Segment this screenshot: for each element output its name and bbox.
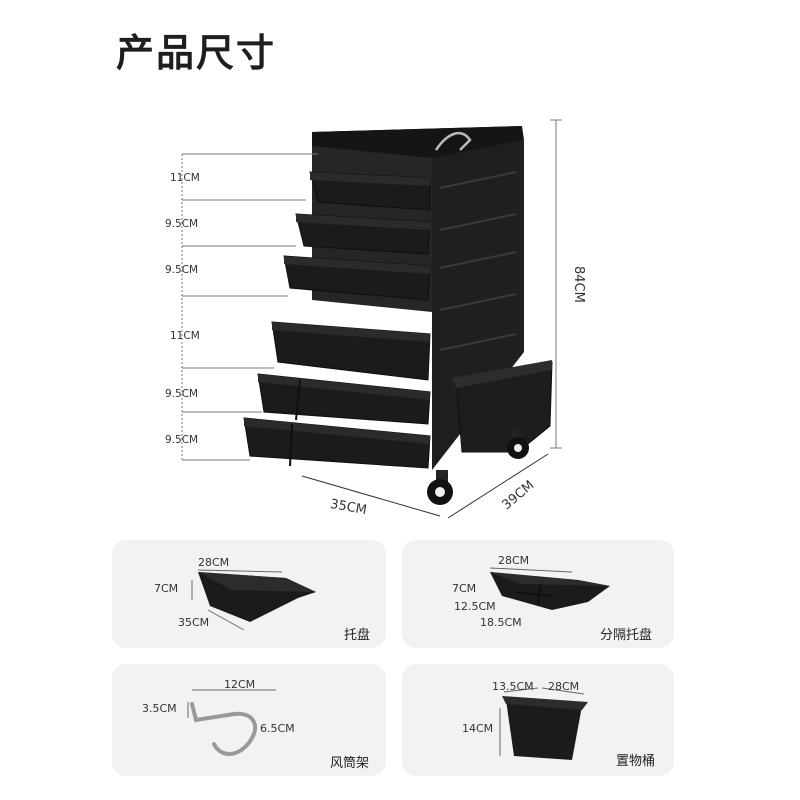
- holder-icon: [187, 689, 276, 756]
- tray-dividers: [289, 379, 301, 467]
- tray-title: 托盘: [344, 628, 371, 643]
- cart-top-rim: [312, 126, 524, 158]
- divided-tray-width: 28CM: [498, 554, 530, 567]
- tray-width: 28CM: [198, 556, 230, 569]
- total-height-label: 84CM: [571, 266, 586, 303]
- divided-tray-height: 7CM: [452, 582, 477, 595]
- height-dim-2: 9.5CM: [165, 218, 199, 230]
- tray-card: 28CM 7CM 35CM 托盘: [112, 540, 386, 648]
- height-dim-3: 9.5CM: [165, 264, 199, 276]
- height-dim-5: 9.5CM: [165, 388, 199, 400]
- holder-card: 12CM 3.5CM 6.5CM 风筒架: [112, 664, 386, 776]
- height-dim-6: 9.5CM: [165, 434, 199, 446]
- tray-icon: [191, 569, 316, 631]
- side-bin-rim: [452, 360, 552, 388]
- holder-depth: 6.5CM: [260, 722, 295, 735]
- wheels: [427, 428, 529, 505]
- divided-tray-card: 28CM 7CM 12.5CM 18.5CM 分隔托盘: [402, 540, 674, 648]
- height-dim-4: 11CM: [170, 330, 200, 342]
- tray-height: 7CM: [154, 582, 179, 595]
- holder-height: 3.5CM: [142, 702, 177, 715]
- holder-width: 12CM: [224, 678, 256, 691]
- bin-card: 13.5CM 28CM 14CM 置物桶: [402, 664, 674, 776]
- bin-length: 28CM: [548, 680, 580, 693]
- height-dim-lines: [181, 153, 318, 461]
- hanger-hook-icon: [434, 131, 472, 151]
- base-dim-lines: [301, 453, 549, 519]
- bin-height: 14CM: [462, 722, 494, 735]
- divided-tray-icon: [489, 567, 610, 610]
- height-dim-1: 11CM: [170, 172, 200, 184]
- divided-tray-length: 18.5CM: [480, 616, 522, 629]
- total-height-line: [550, 119, 562, 449]
- page-title: 产品尺寸: [116, 31, 277, 75]
- divided-tray-title: 分隔托盘: [600, 628, 653, 643]
- cart-side-panel: [432, 140, 524, 470]
- drawer-fronts: [244, 172, 430, 444]
- divided-tray-inner-width: 12.5CM: [454, 600, 496, 613]
- bin-title: 置物桶: [616, 754, 656, 769]
- side-ridges: [439, 171, 517, 351]
- bin-width: 13.5CM: [492, 680, 534, 693]
- bin-icon: [499, 687, 588, 760]
- tray-length: 35CM: [178, 616, 210, 629]
- holder-title: 风筒架: [330, 756, 370, 771]
